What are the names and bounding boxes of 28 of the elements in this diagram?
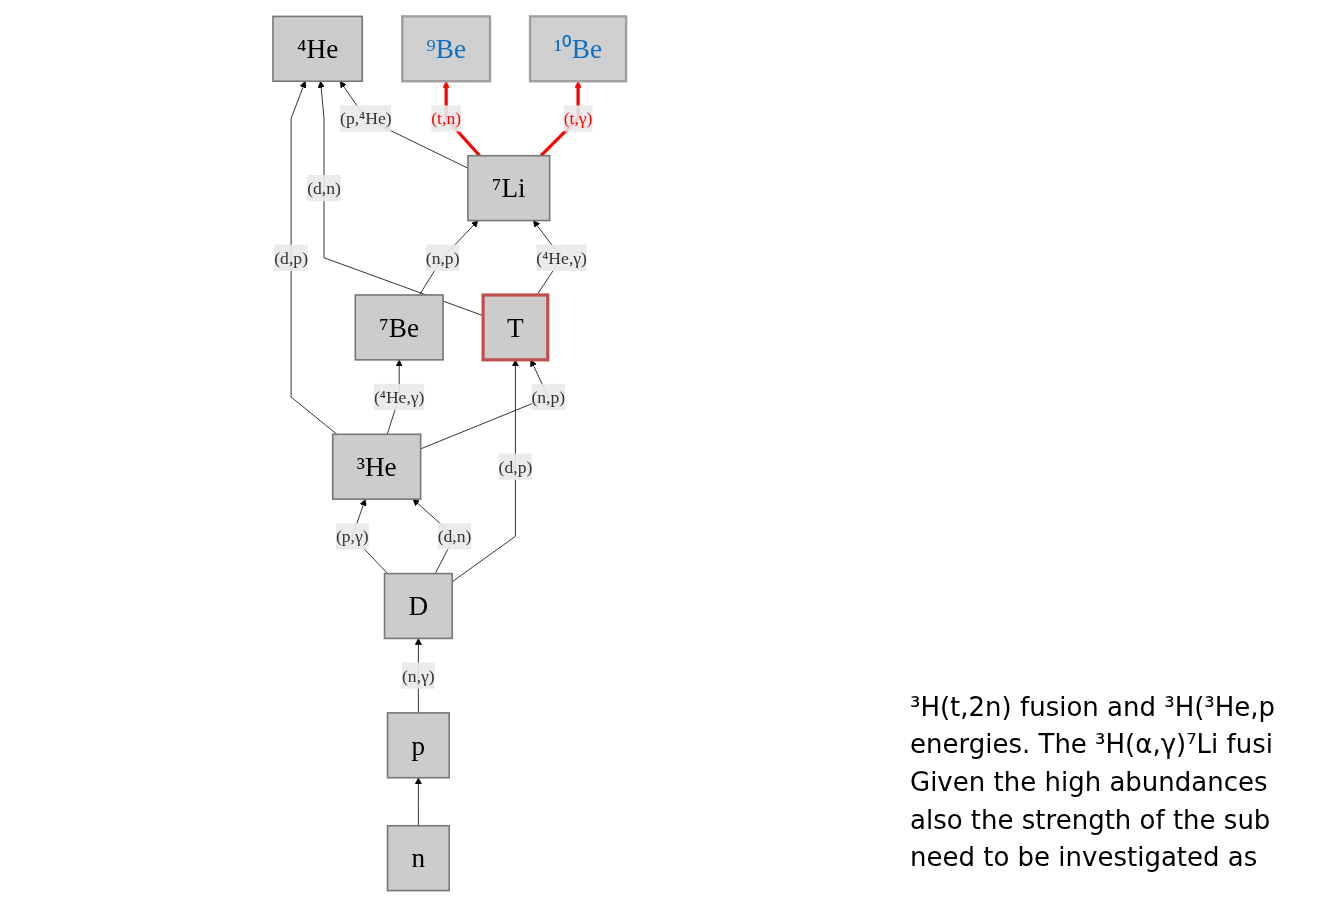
edge-label: (t,γ) bbox=[564, 108, 593, 129]
node-box: ³He bbox=[332, 433, 422, 500]
edge-label: (d,n) bbox=[307, 178, 342, 199]
edge-label: (t,n) bbox=[431, 108, 462, 129]
edge-label: (d,p) bbox=[499, 456, 533, 477]
node-box: p bbox=[387, 712, 451, 779]
note-text: Given the high abundances bbox=[910, 765, 1269, 799]
note-text: also the strength of the sub bbox=[910, 803, 1272, 837]
node-box: ⁴He bbox=[272, 15, 364, 83]
note-text: need to be investigated as bbox=[910, 841, 1259, 875]
edge-label: (n,γ) bbox=[402, 665, 436, 686]
edge-label: (p,γ) bbox=[336, 526, 370, 547]
edge-label: (p,⁴He) bbox=[340, 108, 393, 129]
edge-label: (⁴He,γ) bbox=[536, 247, 588, 268]
edge-label: (d,p) bbox=[274, 247, 309, 268]
note-text: ³H(t,2n) fusion and ³H(³He,p bbox=[910, 690, 1277, 724]
node-box: n bbox=[387, 824, 451, 892]
edge-label: (⁴He,γ) bbox=[374, 387, 425, 408]
node-box: T bbox=[481, 293, 550, 362]
node-box: ⁷Be bbox=[354, 294, 445, 361]
edge-label: (d,n) bbox=[438, 526, 472, 547]
edge-label: (n,p) bbox=[531, 387, 566, 408]
edge-label: (n,p) bbox=[426, 247, 460, 268]
note-text: energies. The ³H(α,γ)⁷Li fusi bbox=[910, 728, 1274, 762]
node-box: ¹⁰Be bbox=[529, 15, 628, 83]
node-box: ⁹Be bbox=[401, 15, 492, 83]
node-box: ⁷Li bbox=[467, 154, 551, 222]
node-box: D bbox=[384, 572, 454, 640]
